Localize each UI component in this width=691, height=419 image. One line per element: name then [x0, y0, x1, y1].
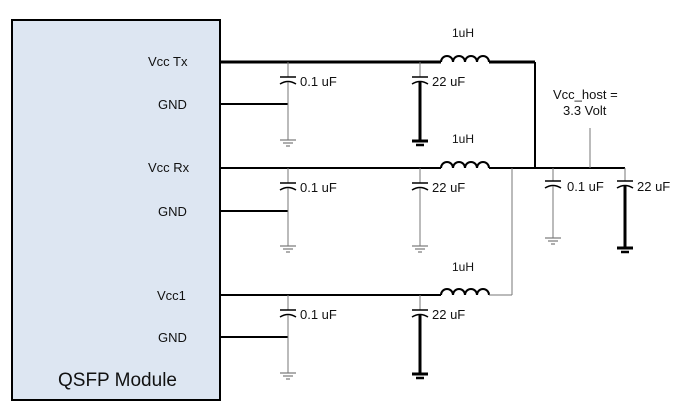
inductor-vcc1-icon: [440, 288, 490, 296]
rail-vcc-tx: [220, 55, 536, 168]
module-name: QSFP Module: [58, 370, 177, 391]
inductor-label-rx: 1uH: [452, 132, 475, 146]
capacitor-vcc1-small-icon: [279, 295, 297, 380]
capacitor-tx-large-icon: [411, 62, 429, 147]
inductor-rx-icon: [440, 161, 490, 169]
inductor-label-tx: 1uH: [452, 26, 475, 40]
rail-vcc1: [220, 168, 513, 380]
cap-label-rx-large: 22 uF: [432, 180, 466, 195]
cap-label-tx-small: 0.1 uF: [300, 74, 337, 89]
capacitor-tx-small-icon: [279, 62, 297, 147]
host-supply: [544, 128, 634, 254]
pin-label-gnd-3: GND: [158, 330, 187, 345]
rail-vcc-rx: [220, 161, 625, 253]
cap-label-vcc1-small: 0.1 uF: [300, 307, 337, 322]
cap-label-host-large: 22 uF: [637, 179, 671, 194]
cap-label-rx-small: 0.1 uF: [300, 180, 337, 195]
pin-label-gnd-2: GND: [158, 204, 187, 219]
host-voltage-label-line2: 3.3 Volt: [563, 103, 607, 118]
inductor-tx-icon: [440, 55, 490, 63]
inductor-label-vcc1: 1uH: [452, 260, 475, 274]
pin-label-gnd-1: GND: [158, 97, 187, 112]
capacitor-rx-large-icon: [411, 168, 429, 253]
cap-label-tx-large: 22 uF: [432, 74, 466, 89]
pin-label-vcc1: Vcc1: [157, 288, 186, 303]
pin-label-vcc-rx: Vcc Rx: [148, 160, 190, 175]
qsfp-module-box: [11, 19, 221, 401]
cap-label-vcc1-large: 22 uF: [432, 307, 466, 322]
host-voltage-label-line1: Vcc_host =: [553, 87, 618, 102]
capacitor-vcc1-large-icon: [411, 295, 429, 380]
cap-label-host-small: 0.1 uF: [567, 179, 604, 194]
capacitor-host-large-icon: [616, 168, 634, 254]
capacitor-rx-small-icon: [279, 168, 297, 253]
capacitor-host-small-icon: [544, 168, 562, 245]
pin-label-vcc-tx: Vcc Tx: [148, 54, 188, 69]
